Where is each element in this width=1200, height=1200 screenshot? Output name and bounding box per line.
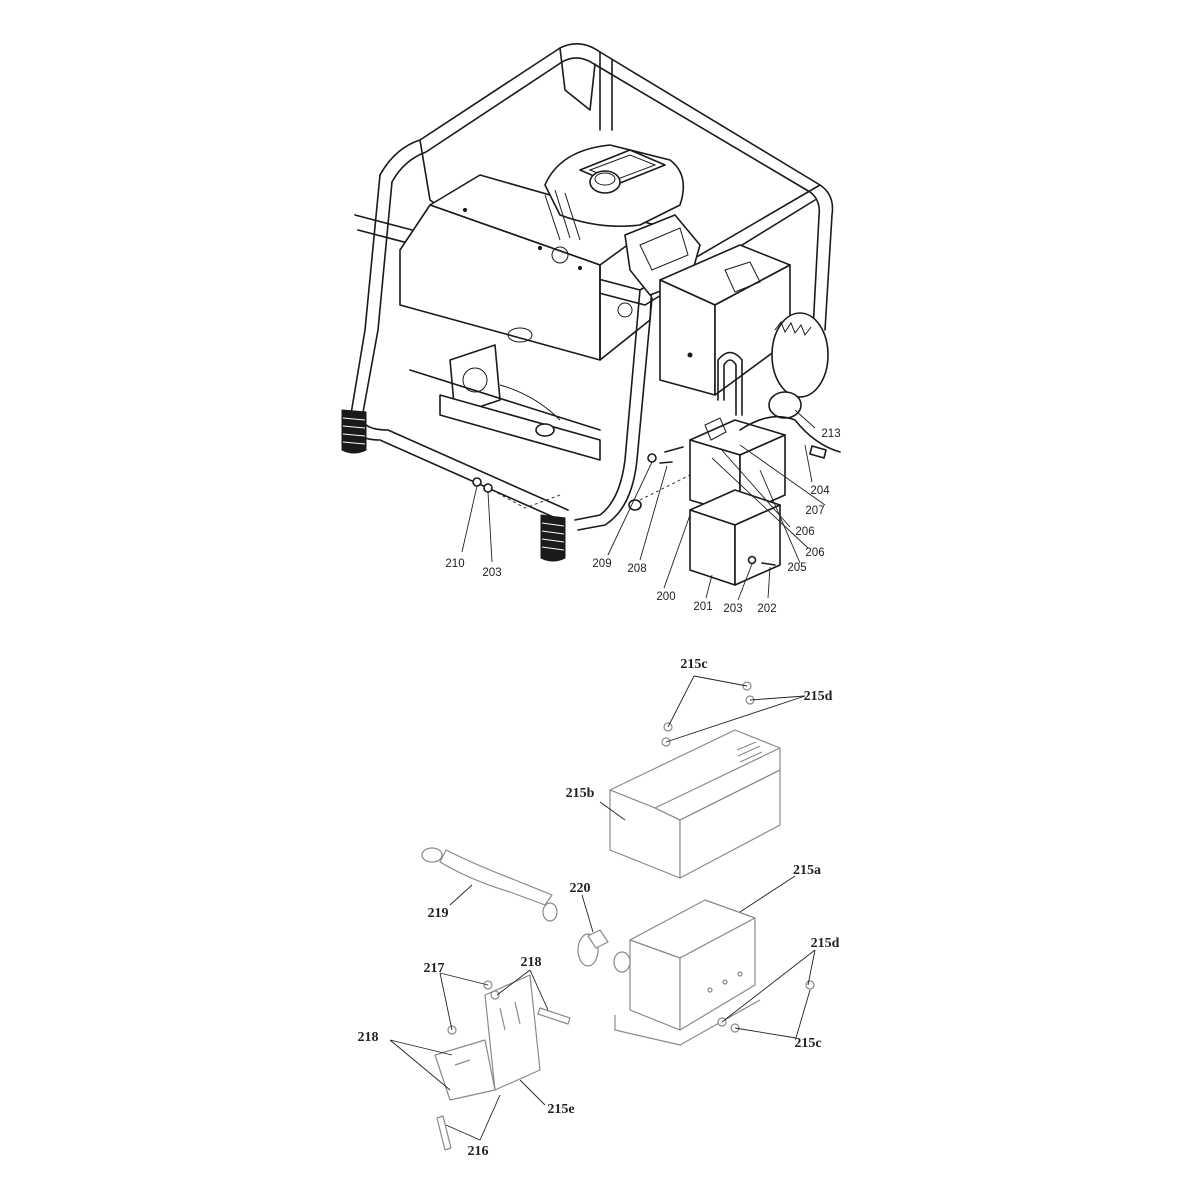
callout-215c-bottom: 215c — [794, 1036, 821, 1051]
callout-215c-top: 215c — [680, 657, 707, 672]
callout-210: 210 — [445, 558, 464, 570]
callout-219: 219 — [428, 906, 449, 921]
callout-215b: 215b — [566, 786, 595, 801]
callout-217: 217 — [424, 961, 445, 976]
callout-208: 208 — [627, 563, 646, 575]
hose-219 — [421, 847, 558, 922]
callout-206-b: 206 — [805, 547, 824, 559]
engine — [544, 144, 701, 296]
handle-bracket — [717, 351, 743, 416]
upper-callout-labels: 213 204 207 206 206 205 210 203 209 208 … — [445, 428, 840, 615]
callout-215d-top: 215d — [804, 689, 833, 704]
pulley — [768, 312, 829, 419]
exploded-control-box: 215c 215d 215b 219 220 215a 215d 217 218… — [358, 657, 840, 1159]
bracket-215e — [434, 974, 541, 1101]
callout-200: 200 — [656, 591, 675, 603]
cover-215b — [609, 729, 781, 879]
callout-215a: 215a — [793, 863, 821, 878]
pump-housing — [399, 174, 656, 361]
callout-220: 220 — [570, 881, 591, 896]
callout-205: 205 — [787, 562, 806, 574]
box-215a — [613, 899, 761, 1046]
callout-215d-bottom: 215d — [811, 936, 840, 951]
callout-209: 209 — [592, 558, 611, 570]
pump-head — [409, 344, 601, 461]
callout-203-right: 203 — [723, 603, 742, 615]
callout-213: 213 — [821, 428, 840, 440]
rubber-foot-right — [540, 514, 566, 562]
callout-216: 216 — [468, 1144, 489, 1159]
callout-206-a: 206 — [795, 526, 814, 538]
callout-202: 202 — [757, 603, 776, 615]
callout-215e: 215e — [547, 1102, 574, 1117]
callout-218-left: 218 — [358, 1030, 379, 1045]
callout-204: 204 — [810, 485, 830, 497]
clamp-220 — [577, 929, 609, 967]
battery-tray — [689, 489, 781, 586]
battery-cable — [739, 415, 841, 459]
callout-201: 201 — [693, 601, 712, 613]
rubber-foot-left — [341, 409, 367, 454]
lower-callout-labels: 215c 215d 215b 219 220 215a 215d 217 218… — [358, 657, 840, 1159]
callout-218-top: 218 — [521, 955, 542, 970]
callout-203-left: 203 — [482, 567, 501, 579]
callout-207: 207 — [805, 505, 824, 517]
lower-leader-lines — [389, 675, 816, 1141]
generator-assembly: 213 204 207 206 206 205 210 203 209 208 … — [341, 43, 841, 615]
hardware — [472, 446, 776, 566]
upper-leader-lines — [461, 409, 826, 601]
